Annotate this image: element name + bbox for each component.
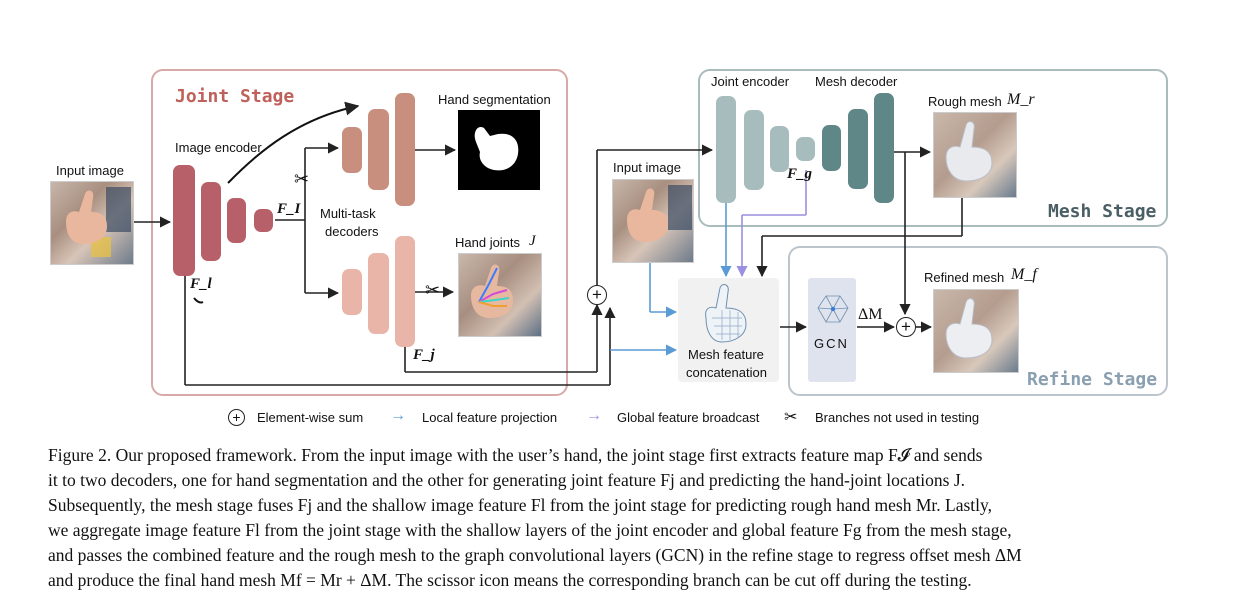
joint-encoder-block-3 — [770, 126, 789, 172]
caption-line: and passes the combined feature and the … — [48, 545, 1022, 565]
seg-decoder-block-2 — [368, 109, 389, 190]
f-l-label: F_l — [190, 276, 212, 292]
input-image-left-label: Input image — [56, 163, 124, 178]
rough-mesh-symbol: M_r — [1007, 91, 1035, 108]
rough-mesh-label: Rough mesh — [928, 94, 1002, 109]
f-i-label: F_I — [277, 201, 301, 217]
annotation-mark — [193, 297, 204, 304]
connector-layer — [133, 101, 963, 386]
gcn-box — [808, 278, 856, 382]
mesh-feature-label-line2: concatenation — [686, 365, 767, 380]
mesh-feature-concat-box — [678, 278, 779, 382]
mesh-decoder-block-3 — [874, 93, 894, 203]
image-encoder-block-1 — [173, 165, 195, 276]
joint-decoder-block-3 — [395, 236, 415, 347]
scissors-icon: ✂ — [784, 409, 798, 426]
mesh-decoder-block-2 — [848, 109, 868, 189]
element-wise-sum-node: + — [896, 317, 916, 337]
joints-overlay-icon — [471, 264, 513, 318]
delta-m-label: ΔM — [858, 306, 883, 323]
local-arrow-icon: → — [390, 407, 406, 424]
scissors-icon: ✂ — [425, 280, 441, 300]
legend-branches-not-used: Branches not used in testing — [815, 410, 980, 425]
graph-icon — [817, 295, 849, 323]
caption-line: Figure 2. Our proposed framework. From t… — [48, 445, 983, 465]
refine-stage-panel — [788, 246, 1168, 396]
image-encoder-block-4 — [254, 209, 273, 232]
multitask-decoders-line1: Multi-task — [320, 206, 376, 221]
hand-joints-symbol: J — [529, 233, 536, 249]
refined-mesh-image — [933, 289, 1019, 373]
hand-joints-image — [458, 253, 542, 337]
joint-decoder-block-1 — [342, 269, 362, 315]
element-wise-sum-node: + — [587, 285, 607, 305]
refine-stage-title: Refine Stage — [1027, 369, 1158, 390]
legend: + Element-wise sum → Local feature proje… — [228, 407, 1008, 429]
hand-mask-icon — [474, 126, 519, 171]
mesh-decoder-label: Mesh decoder — [815, 74, 898, 89]
joint-decoder-block-2 — [368, 253, 389, 334]
element-wise-sum-icon: + — [228, 409, 245, 426]
hand-photo-icon — [627, 185, 692, 242]
refined-mesh-label: Refined mesh — [924, 270, 1005, 285]
joint-encoder-block-4 — [796, 137, 815, 161]
scissors-icon: ✂ — [294, 169, 310, 189]
joint-encoder-label: Joint encoder — [711, 74, 790, 89]
refined-mesh-symbol: M_f — [1011, 266, 1037, 283]
joint-encoder-block-1 — [716, 96, 736, 203]
seg-decoder-block-1 — [342, 127, 362, 173]
mesh-hand-icon — [945, 298, 993, 359]
joint-encoder-block-2 — [744, 110, 764, 190]
image-encoder-block-3 — [227, 198, 246, 243]
input-image-mid — [612, 179, 694, 263]
multitask-decoders-line2: decoders — [325, 224, 379, 239]
rough-mesh-image — [933, 112, 1017, 198]
legend-local-projection: Local feature projection — [422, 410, 558, 425]
figure-caption: Figure 2. Our proposed framework. From t… — [48, 443, 1208, 593]
caption-line: it to two decoders, one for hand segment… — [48, 470, 966, 490]
mesh-decoder-block-1 — [822, 125, 841, 171]
legend-global-broadcast: Global feature broadcast — [617, 410, 760, 425]
mesh-stage-title: Mesh Stage — [1048, 201, 1157, 222]
joint-stage-title: Joint Stage — [175, 86, 295, 107]
image-encoder-block-2 — [201, 182, 221, 261]
hand-photo-icon — [66, 187, 131, 257]
caption-line: we aggregate image feature Fl from the j… — [48, 520, 1012, 540]
input-image-mid-label: Input image — [613, 160, 681, 175]
mesh-hand-icon — [945, 121, 993, 182]
f-g-label: F_g — [787, 166, 813, 182]
caption-line: Subsequently, the mesh stage fuses Fj an… — [48, 495, 992, 515]
mesh-stage-panel — [698, 69, 1168, 227]
mesh-feature-label-line1: Mesh feature — [688, 347, 764, 362]
input-image-left — [50, 181, 134, 265]
caption-line: and produce the final hand mesh Mf = Mr … — [48, 570, 972, 590]
hand-segmentation-image — [458, 110, 540, 190]
global-arrow-icon: → — [586, 407, 602, 424]
seg-decoder-block-3 — [395, 93, 415, 206]
image-encoder-label: Image encoder — [175, 140, 262, 155]
wireframe-hand-icon — [705, 284, 747, 343]
legend-element-wise-sum: Element-wise sum — [257, 410, 364, 425]
gcn-label: GCN — [814, 336, 849, 351]
joint-stage-panel — [151, 69, 568, 396]
f-j-label: F_j — [413, 347, 435, 363]
hand-joints-label: Hand joints — [455, 235, 521, 250]
hand-segmentation-label: Hand segmentation — [438, 92, 551, 107]
